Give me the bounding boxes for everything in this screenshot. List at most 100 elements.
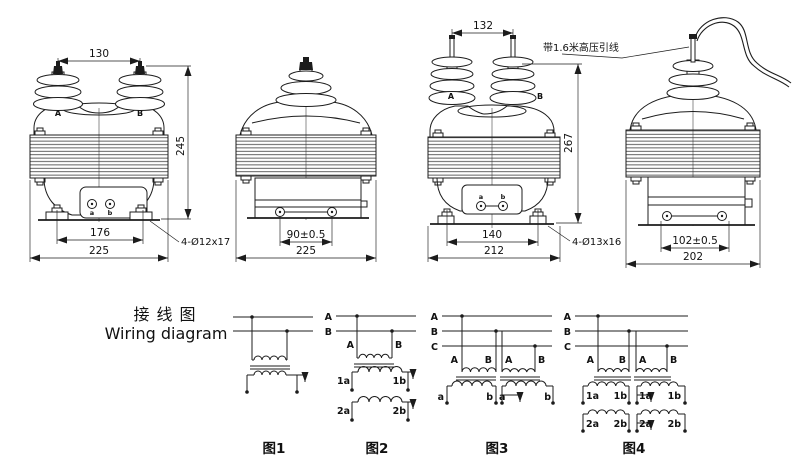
lv-terminal-b-label: b bbox=[501, 193, 506, 201]
dim-212-label: 212 bbox=[484, 245, 504, 257]
lower-box bbox=[247, 177, 369, 219]
sec2-a-label: 2a bbox=[337, 406, 350, 417]
primary-b-label: B bbox=[395, 340, 402, 351]
sec-label: 2b bbox=[614, 419, 628, 430]
bus-c-label: C bbox=[431, 342, 438, 353]
sec1-b-label: 1b bbox=[393, 376, 407, 387]
lv-terminal-a-label: a bbox=[90, 209, 94, 217]
bus-b-label: B bbox=[431, 327, 438, 338]
terminal-box: a b bbox=[461, 184, 523, 215]
primary-label: B bbox=[670, 355, 677, 366]
dim-102-label: 102±0.5 bbox=[672, 235, 718, 247]
hv-terminal-b-label: B bbox=[137, 109, 143, 118]
primary-coil-1 bbox=[597, 368, 630, 373]
primary-coil-2 bbox=[635, 368, 668, 373]
primary-label: B bbox=[619, 355, 626, 366]
terminal-box: a b bbox=[79, 186, 148, 219]
dim-90-label: 90±0.5 bbox=[287, 229, 326, 241]
bus-c-label: C bbox=[564, 342, 571, 353]
wiring-section: 接线图 Wiring diagram 图1 A B bbox=[105, 305, 688, 457]
hole-spec-label: 4-Ø13x16 bbox=[572, 236, 621, 248]
primary-label: A bbox=[505, 355, 513, 366]
primary-coil-2 bbox=[501, 368, 536, 373]
dimensions-view4: 102±0.5 202 bbox=[625, 180, 761, 268]
sec-label: 1a bbox=[586, 391, 599, 402]
primary-a-label: A bbox=[347, 340, 355, 351]
dim-225-label: 225 bbox=[89, 245, 109, 257]
radiator-fins bbox=[625, 129, 761, 178]
wiring-title-en: Wiring diagram bbox=[105, 324, 228, 343]
sec-label: 1b bbox=[614, 391, 628, 402]
primary-label: A bbox=[639, 355, 647, 366]
primary-coil-1 bbox=[461, 367, 497, 373]
secondary2-coil bbox=[357, 396, 403, 403]
sec1-coil-1 bbox=[587, 381, 626, 387]
primary-label: B bbox=[538, 355, 545, 366]
figure-2-caption: 图2 bbox=[366, 441, 389, 457]
wiring-figure-2: A B A B 1a 1b 2a 2 bbox=[325, 312, 417, 457]
bushing-a bbox=[428, 35, 476, 105]
lead-note-label: 带1.6米高压引线 bbox=[543, 41, 619, 54]
porcelain-body bbox=[429, 105, 555, 137]
secondary-coil-2 bbox=[505, 380, 547, 387]
secondary-coil bbox=[253, 370, 287, 376]
dim-176-label: 176 bbox=[90, 227, 110, 239]
sec-label: a bbox=[499, 392, 505, 403]
bus-a-label: A bbox=[564, 312, 572, 323]
view-side-type2: 102±0.5 202 bbox=[625, 17, 792, 268]
hv-lead-wire bbox=[694, 17, 792, 88]
sec-label: 1b bbox=[668, 391, 682, 402]
sec-label: b bbox=[486, 392, 493, 403]
view-side-type1: 90±0.5 225 bbox=[235, 57, 377, 262]
primary-coil bbox=[253, 355, 287, 361]
dimensions-view1: 130 245 176 225 4-Ø12x17 bbox=[29, 48, 230, 262]
primary-label: A bbox=[587, 355, 595, 366]
dim-130-label: 130 bbox=[89, 48, 109, 60]
primary-label: B bbox=[485, 355, 492, 366]
secondary-coil-1 bbox=[451, 380, 493, 387]
dim-202-label: 202 bbox=[683, 251, 703, 263]
sec-label: a bbox=[438, 392, 444, 403]
bushing-profile bbox=[239, 57, 373, 136]
dim-140-label: 140 bbox=[482, 229, 502, 241]
bus-b-label: B bbox=[564, 327, 571, 338]
figure-1-caption: 图1 bbox=[263, 441, 286, 457]
dimensions-view3: 132 267 140 212 4-Ø13x16 带1.6米高压引线 bbox=[427, 20, 690, 262]
lead-note-leader bbox=[561, 46, 690, 59]
dim-132-label: 132 bbox=[473, 20, 493, 32]
wiring-figure-3: A B C A B A B bbox=[431, 312, 555, 457]
bushing-profile bbox=[629, 34, 757, 131]
radiator-fins bbox=[29, 134, 169, 179]
wiring-figure-1: 图1 bbox=[233, 315, 313, 457]
bus-a-label: A bbox=[431, 312, 439, 323]
hole-spec-label: 4-Ø12x17 bbox=[181, 236, 230, 248]
lv-terminal-a-label: a bbox=[479, 193, 483, 201]
sec2-coil-1 bbox=[587, 409, 626, 415]
lv-terminal-b-label: b bbox=[108, 209, 113, 217]
hv-terminal-a-label: A bbox=[55, 109, 62, 118]
wiring-figure-4: A B C A B A B bbox=[564, 312, 688, 457]
bushing-a bbox=[33, 61, 83, 111]
hole-leader bbox=[547, 225, 571, 242]
hv-terminal-b-label: B bbox=[537, 92, 543, 101]
sec-label: 2a bbox=[586, 419, 599, 430]
dim-225-label: 225 bbox=[296, 245, 316, 257]
view-front-type1: A B a b 130 bbox=[29, 48, 230, 262]
view-front-type2: A B a b 132 267 bbox=[427, 20, 690, 262]
hole-leader bbox=[149, 220, 180, 243]
radiator-fins bbox=[235, 134, 377, 177]
sec-label: 1a bbox=[639, 391, 652, 402]
dim-267-label: 267 bbox=[563, 133, 575, 153]
dimensions-view2: 90±0.5 225 bbox=[235, 180, 377, 262]
sec1-coil-2 bbox=[640, 381, 679, 387]
sec-label: b bbox=[544, 392, 551, 403]
dim-245-label: 245 bbox=[175, 136, 187, 156]
hv-terminal-a-label: A bbox=[448, 92, 455, 101]
secondary1-coil bbox=[357, 366, 403, 373]
figure-4-caption: 图4 bbox=[623, 441, 646, 457]
sec2-coil-2 bbox=[640, 409, 679, 415]
primary-coil bbox=[358, 353, 390, 359]
sec1-a-label: 1a bbox=[337, 376, 350, 387]
